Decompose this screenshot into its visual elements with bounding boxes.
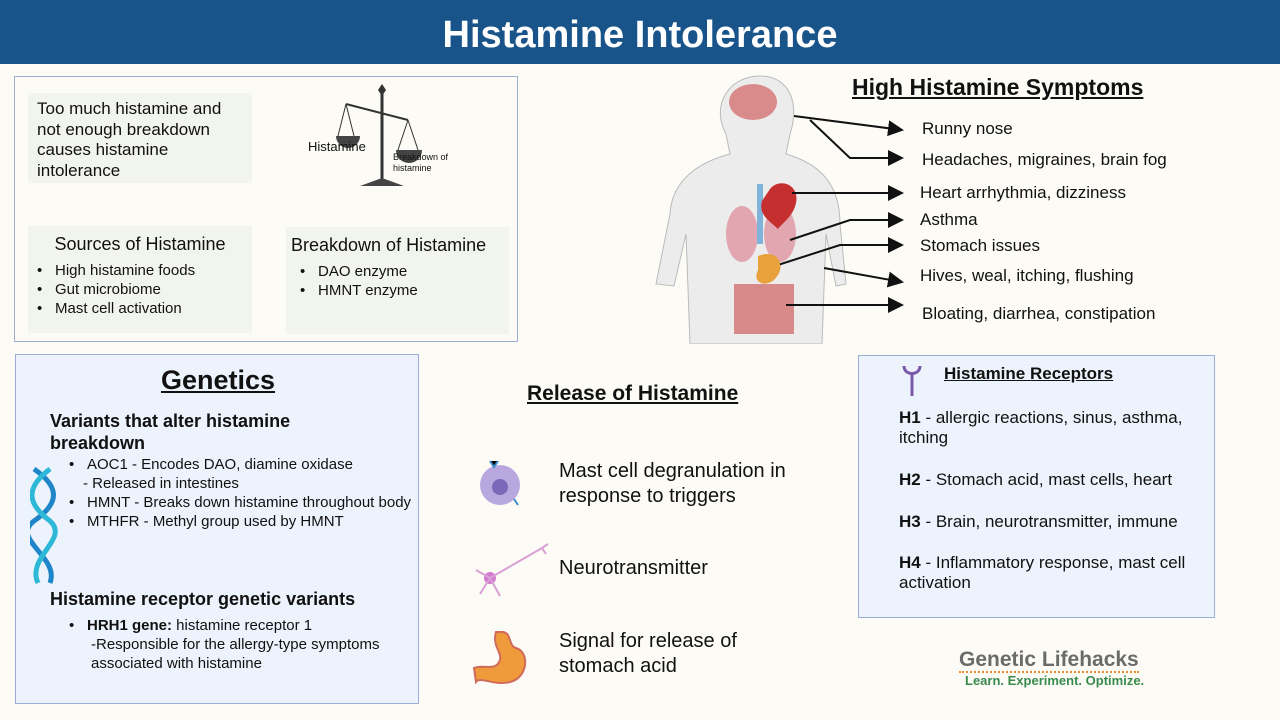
brand-logo: Genetic Lifehacks xyxy=(959,648,1139,673)
receptors-title: Histamine Receptors xyxy=(944,364,1114,383)
hrh1-text: histamine receptor 1 xyxy=(172,617,313,634)
breakdown-title: Breakdown of Histamine xyxy=(291,235,487,255)
receptors-panel: Histamine Receptors H1 - allergic reacti… xyxy=(858,355,1215,618)
receptor-desc: - allergic reactions, sinus, asthma, itc… xyxy=(899,408,1183,447)
symptom-item: Asthma xyxy=(920,210,978,229)
scale-label-histamine: Histamine xyxy=(308,139,366,154)
stomach-icon xyxy=(472,631,526,684)
symptom-item: Headaches, migraines, brain fog xyxy=(922,150,1167,169)
release-item: Signal for release of stomach acid xyxy=(559,630,737,677)
symptom-item: Heart arrhythmia, dizziness xyxy=(920,183,1126,202)
human-body-illustration xyxy=(655,75,847,344)
list-item: MTHFR - Methyl group used by HMNT xyxy=(66,512,416,531)
scale-label-breakdown: Breakdown of histamine xyxy=(393,152,449,173)
sources-title: Sources of Histamine xyxy=(54,234,226,254)
receptor-code: H1 xyxy=(899,408,921,427)
symptom-item: Bloating, diarrhea, constipation xyxy=(922,304,1156,323)
list-item: HMNT - Breaks down histamine throughout … xyxy=(66,493,416,512)
receptor-desc: - Stomach acid, mast cells, heart xyxy=(920,470,1173,489)
list-subnote: - Released in intestines xyxy=(83,475,239,492)
receptor-desc: - Inflammatory response, mast cell activ… xyxy=(899,553,1186,592)
list-item: AOC1 - Encodes DAO, diamine oxidase xyxy=(66,455,416,474)
dna-icon xyxy=(30,467,58,585)
genetics-title: Genetics xyxy=(160,365,276,395)
hrh1-label: HRH1 gene: xyxy=(87,617,173,634)
receptor-h4: H4 - Inflammatory response, mast cell ac… xyxy=(899,553,1209,593)
genetics-panel: Genetics Variants that alter histamine b… xyxy=(15,354,419,704)
variants-heading: Variants that alter histamine breakdown xyxy=(50,411,291,453)
receptor-h2: H2 - Stomach acid, mast cells, heart xyxy=(899,470,1209,490)
symptom-arrows xyxy=(780,115,904,313)
mast-cell-icon xyxy=(480,460,520,506)
list-item: DAO enzyme xyxy=(297,262,504,281)
list-item: Mast cell activation xyxy=(34,299,246,318)
receptor-icon xyxy=(902,365,922,396)
hrh1-note: -Responsible for the allergy-type sympto… xyxy=(91,636,380,672)
symptom-item: Runny nose xyxy=(922,119,1013,138)
summary-text: Too much histamine and not enough breakd… xyxy=(28,93,252,183)
list-item: Gut microbiome xyxy=(34,280,246,299)
brand-tagline: Learn. Experiment. Optimize. xyxy=(965,673,1145,688)
list-item: HRH1 gene: histamine receptor 1 -Respons… xyxy=(66,616,396,673)
neuron-icon xyxy=(475,543,549,597)
receptor-code: H2 xyxy=(899,470,921,489)
list-item: High histamine foods xyxy=(34,261,246,280)
symptom-item: Stomach issues xyxy=(920,236,1040,255)
release-item: Mast cell degranulation in response to t… xyxy=(559,460,786,507)
receptor-h1: H1 - allergic reactions, sinus, asthma, … xyxy=(899,408,1209,448)
receptor-code: H4 xyxy=(899,553,921,572)
sources-card: Sources of Histamine High histamine food… xyxy=(28,226,252,333)
breakdown-card: Breakdown of Histamine DAO enzyme HMNT e… xyxy=(286,227,509,334)
list-item: HMNT enzyme xyxy=(297,281,504,300)
balance-scale-icon xyxy=(336,84,422,186)
receptor-desc: - Brain, neurotransmitter, immune xyxy=(920,512,1178,531)
receptor-code: H3 xyxy=(899,512,921,531)
page-title: Histamine Intolerance xyxy=(0,0,1280,64)
symptom-item: Hives, weal, itching, flushing xyxy=(920,266,1134,285)
release-title: Release of Histamine xyxy=(527,382,739,405)
release-item: Neurotransmitter xyxy=(559,557,708,579)
symptoms-title: High Histamine Symptoms xyxy=(852,74,1144,100)
receptor-variants-heading: Histamine receptor genetic variants xyxy=(50,589,356,609)
receptor-h3: H3 - Brain, neurotransmitter, immune xyxy=(899,512,1209,532)
